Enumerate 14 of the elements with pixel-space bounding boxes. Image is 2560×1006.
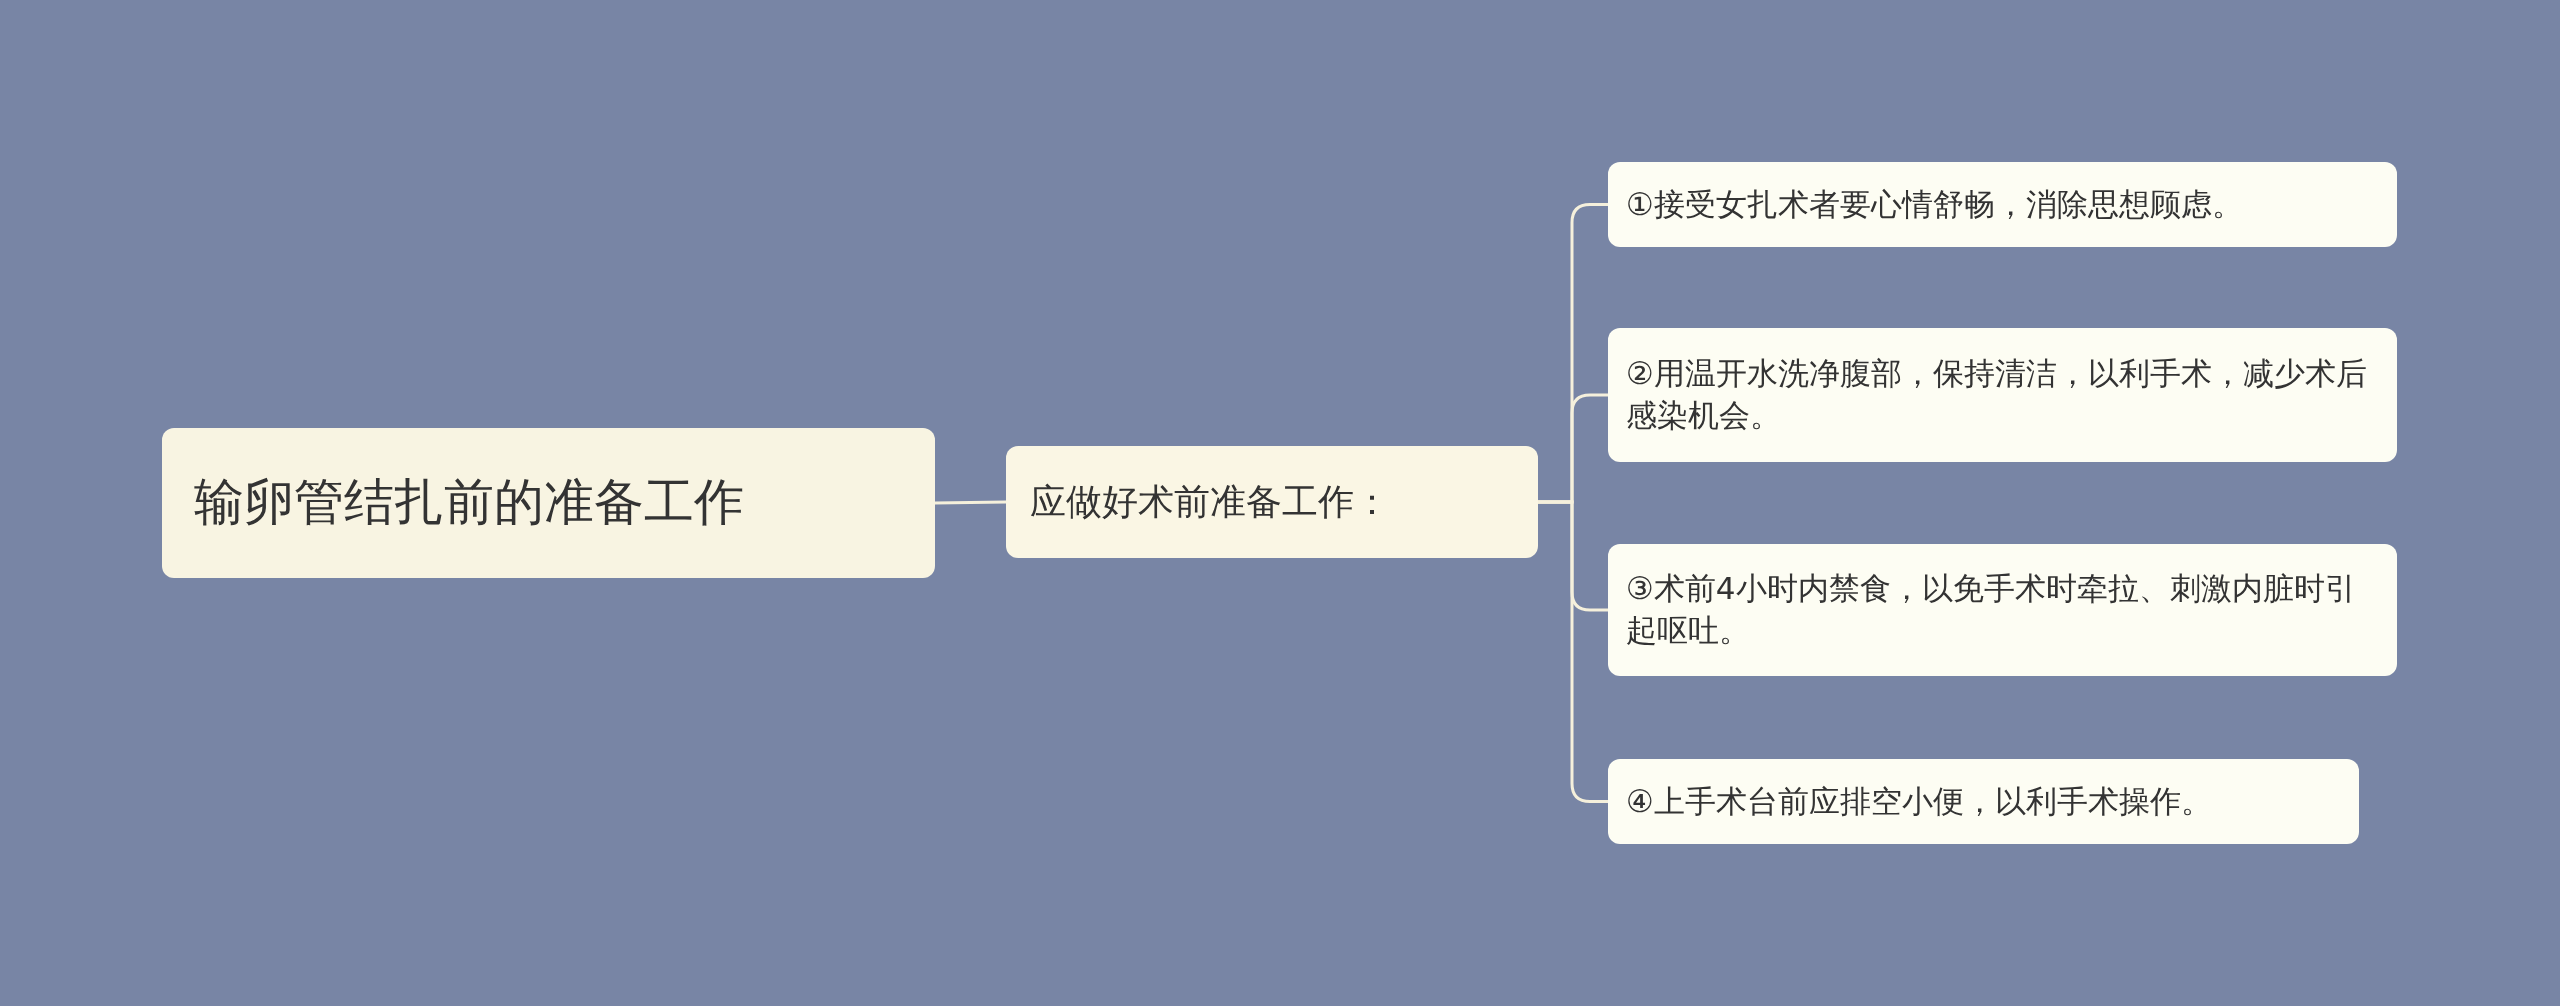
topic-box: [1006, 446, 1538, 558]
topic-text: ③术前4小时内禁食，以免手术时牵拉、刺激内脏时引起呕吐。: [1626, 569, 2357, 650]
topic-text: ②用温开水洗净腹部，保持清洁，以利手术，减少术后感染机会。: [1626, 354, 2368, 435]
connector-line: [934, 500, 1007, 505]
topic-box: [1608, 162, 2397, 247]
topic-box: [162, 428, 935, 578]
topic-box: [1608, 328, 2397, 462]
connector-line: [1538, 500, 1608, 803]
topic-text: 应做好术前准备工作：: [1030, 479, 1390, 524]
topic-text: ①接受女扎术者要心情舒畅，消除思想顾虑。: [1626, 184, 2243, 224]
topic-text: 输卵管结扎前的准备工作: [194, 472, 744, 534]
topic-box: [1608, 544, 2397, 676]
topic-box: [1608, 759, 2359, 844]
topic-text: ④上手术台前应排空小便，以利手术操作。: [1626, 781, 2212, 821]
